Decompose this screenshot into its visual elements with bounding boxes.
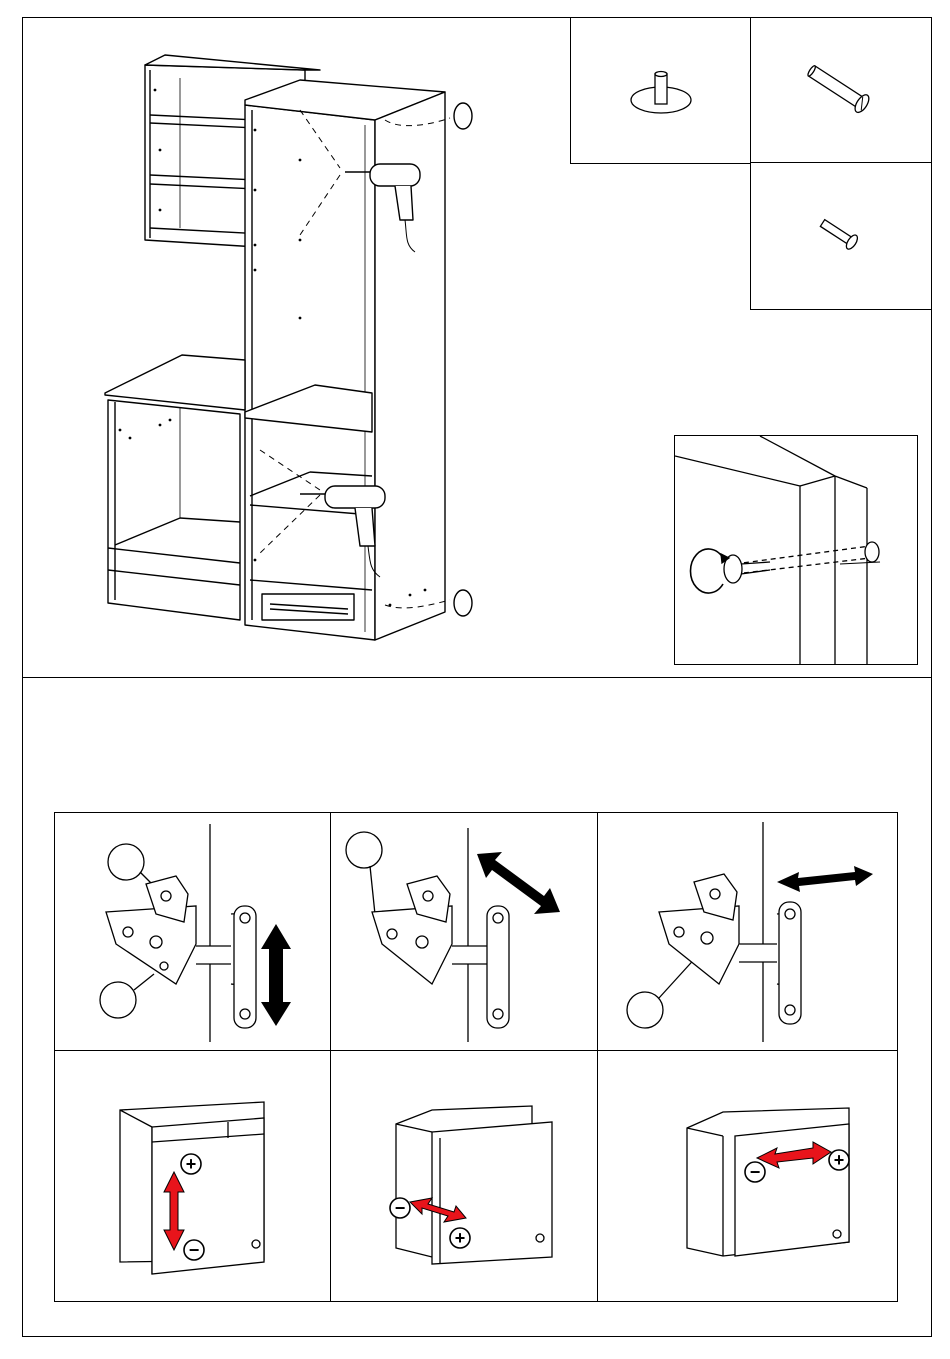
callout-circle-lower [100, 982, 136, 1018]
grid-divider-v1 [330, 812, 331, 1302]
short-bolt-icon [751, 163, 931, 309]
section-divider [22, 677, 932, 678]
svg-text:−: − [189, 1240, 200, 1260]
svg-text:+: + [186, 1154, 197, 1174]
door-depth-shift: − + [332, 1052, 595, 1300]
grid-divider-v2 [597, 812, 598, 1302]
hardware-box-cam-dowel [570, 17, 752, 164]
svg-text:−: − [750, 1162, 761, 1182]
svg-text:+: + [455, 1228, 466, 1248]
hinge-side-adjust [599, 814, 895, 1048]
callout-circle [627, 992, 663, 1028]
connecting-bolt-icon [751, 18, 931, 163]
callout-circle-upper [108, 844, 144, 880]
hinge-depth-adjust [332, 814, 595, 1048]
grid-divider-h [54, 1050, 898, 1051]
screw-detail-inset [674, 435, 918, 665]
hardware-box-connecting-bolt [750, 17, 932, 164]
hinge-vertical-adjust [56, 814, 328, 1048]
svg-text:+: + [834, 1150, 845, 1170]
door-side-shift: − + [599, 1052, 895, 1300]
hardware-box-short-bolt [750, 162, 932, 310]
cam-dowel-icon [571, 18, 751, 163]
svg-text:−: − [395, 1198, 406, 1218]
screw-detail-drawing [675, 436, 917, 664]
door-vertical-shift: + − [56, 1052, 328, 1300]
callout-circle [346, 832, 382, 868]
